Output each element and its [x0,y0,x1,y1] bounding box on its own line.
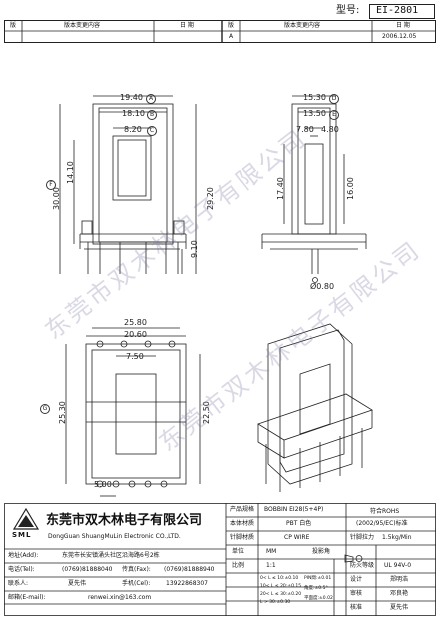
contact-label: 联系人: [8,580,29,587]
tolerance-3: 20< L ≤ 30:±0.20 [260,592,302,597]
tolerance-2: 10< L ≤ 20:±0.15 [260,584,302,589]
bottom-view [65,327,201,497]
model-label: 型号: [336,5,360,16]
tolerance-angle: 角度:±0.5° [304,586,328,591]
tolerance-1: 0< L ≤ 10:±0.10 [260,576,299,581]
bubble-f: F [46,180,56,190]
bubble-e: E [329,110,339,120]
pull-label: 针脚拉力 [350,534,375,541]
product-label: 产品规格 [230,506,255,513]
fax-label: 传真(Fax): [122,566,151,573]
mobile-label: 手机(Cel): [122,580,151,587]
material-label: 本体材质 [230,520,255,527]
front-view [59,95,197,274]
rev-value: A [229,33,234,40]
side-view [261,95,367,283]
dim-bottom-height-left: 25.30 [58,401,67,424]
change-header-2: 版本变更内容 [284,22,321,29]
unit-label: 单位 [232,548,245,555]
email-value: renwei.xin@163.com [88,594,152,601]
dim-front-width: 19.40 [120,93,143,102]
logo-text: SML [12,531,32,539]
bubble-a: A [146,94,156,104]
tolerance-plane: 平面度:±0.02 [304,596,333,601]
pin-material-value: CP WIRE [284,534,310,541]
dim-side-a: 7.80 [296,125,314,134]
bubble-d: D [329,94,339,104]
mobile-value: 13922868307 [166,580,208,587]
dim-bottom-width: 25.80 [124,318,147,327]
date-value: 2006.12.05 [382,33,417,40]
revision-table: 版 版本变更内容 日 期 版 版本变更内容 日 期 A 2006.12.05 [4,20,436,43]
date-header-1: 日 期 [180,22,194,29]
projection-icon [344,548,364,567]
fire-value: UL 94V-0 [384,562,412,569]
tel-label: 电话(Tel): [8,566,35,573]
scale-label: 比例 [232,562,245,569]
dim-pin-dia: Ø0.80 [310,282,335,291]
dim-side-height: 17.40 [276,177,285,200]
approve-label: 核准 [350,604,363,611]
dim-bottom-pin-pitch: 5.00 [94,480,112,489]
company-name-cn: 东莞市双木林电子有限公司 [46,513,203,528]
dim-side-b: 4.80 [321,125,339,134]
rev-header-1: 版 [10,22,17,29]
dim-front-inner1: 18.10 [122,109,145,118]
company-name-en: DongGuan ShuangMuLin Electronic CO.,LTD. [48,533,181,540]
dim-front-height-inner: 14.10 [66,161,75,184]
address-label: 地址(Add): [8,552,39,559]
pull-value: 1.5kg/Min [382,534,412,541]
title-block: SML 东莞市双木林电子有限公司 DongGuan ShuangMuLin El… [4,503,436,616]
model-value: EI-2801 [376,5,419,16]
model-value-frame [369,4,435,19]
rohs-line2: (2002/95/EC)标准 [356,520,408,527]
tolerance-4: L > 30:±0.30 [260,600,291,605]
tel-value: (0769)81888040 [62,566,113,573]
check-value: 邓良艳 [390,590,409,597]
company-logo: SML [12,507,40,539]
bubble-c: C [147,126,157,136]
isometric-view [257,323,373,492]
email-label: 邮箱(E-mail): [8,594,46,601]
address-value: 东莞市长安镇涌头社区沿海路6号2栋 [62,552,160,559]
product-value: BOBBIN EI28(5+4P) [264,506,324,513]
change-header-1: 版本变更内容 [64,22,101,29]
fire-label: 防火等级 [350,562,375,569]
rohs-line1: 符合ROHS [370,508,400,515]
projection-label: 投影角 [312,548,331,555]
dim-bottom-inner: 20.60 [124,330,147,339]
pin-material-label: 针脚材质 [230,534,255,541]
dim-front-pin: 9.10 [190,240,199,258]
scale-value: 1:1 [266,562,276,569]
design-label: 设计 [350,576,363,583]
bubble-b: B [147,110,157,120]
dim-bottom-pitch: 7.50 [126,352,144,361]
model-number-box: 型号: EI-2801 [324,4,436,19]
contact-value: 夏先伟 [68,580,87,587]
dim-front-height-total: 30.00 [52,187,61,210]
bubble-g: G [40,404,50,414]
dim-side-width: 15.30 [303,93,326,102]
dim-side-inner1: 13.50 [303,109,326,118]
date-header-2: 日 期 [396,22,410,29]
dim-front-inner2: 8.20 [124,125,142,134]
design-value: 郑明浩 [390,576,409,583]
tolerance-pin: PIN間:±0.01 [304,576,332,581]
check-label: 审核 [350,590,363,597]
rev-header-2: 版 [228,22,235,29]
drawing-area [59,95,373,497]
fax-value: (0769)81888940 [164,566,215,573]
approve-value: 夏先伟 [390,604,409,611]
unit-value: MM [266,548,277,555]
material-value: PBT 白色 [286,520,312,527]
dim-side-height2: 16.00 [346,177,355,200]
